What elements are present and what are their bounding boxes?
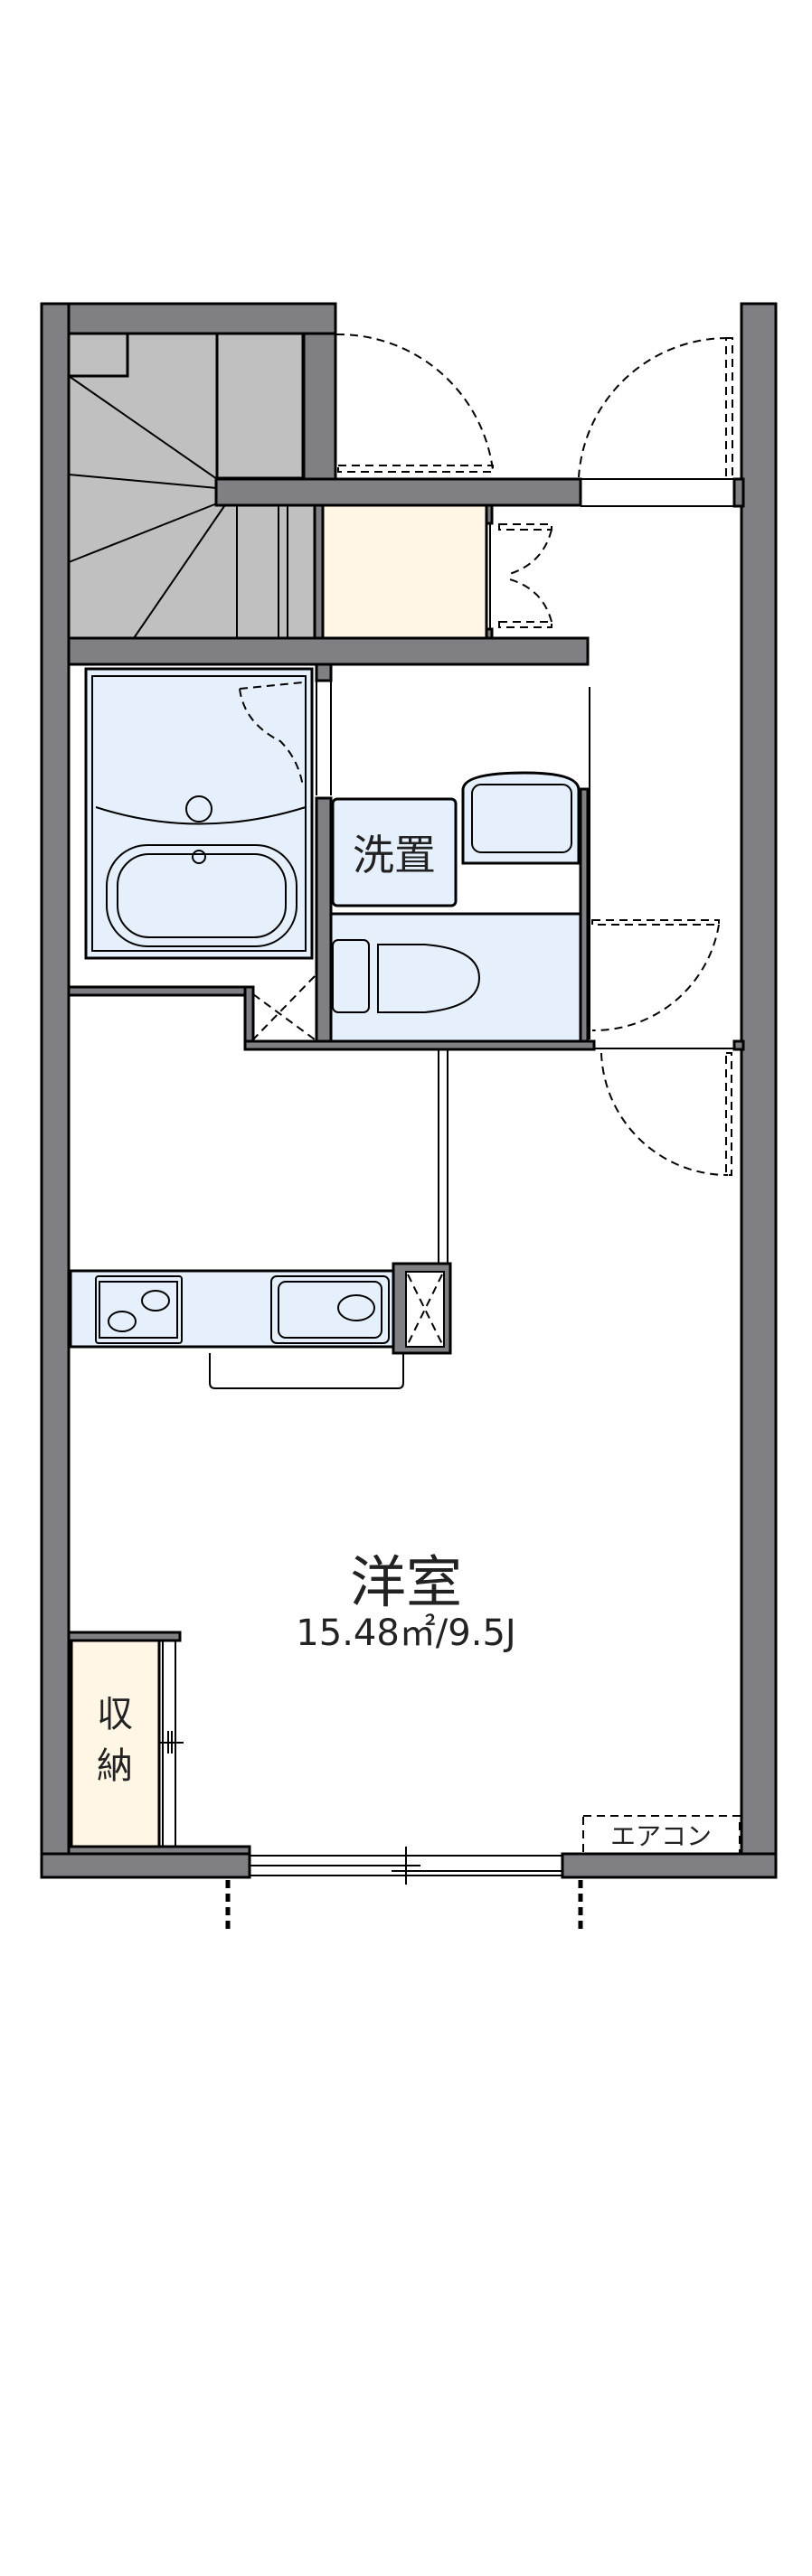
toilet-room: [329, 912, 582, 1043]
bathroom-door[interactable]: [316, 678, 332, 795]
toilet-door[interactable]: [589, 687, 720, 1039]
balcony-window[interactable]: [225, 1847, 583, 1934]
bath-faucet: [185, 795, 212, 823]
kitchen-sink: [270, 1275, 390, 1344]
closet: 収 納: [70, 1639, 184, 1848]
entrance-door[interactable]: [335, 333, 741, 507]
room-area: 15.48㎡/9.5J: [296, 1612, 515, 1654]
entrance-storage: [321, 503, 488, 640]
bathroom: [84, 667, 314, 960]
stove-burner: [141, 1290, 170, 1312]
closet-label: 納: [97, 1745, 133, 1787]
closet-label: 収: [97, 1694, 133, 1735]
room-door[interactable]: [438, 1048, 737, 1264]
kitchen-counter: [69, 1269, 404, 1389]
storage-folding-door[interactable]: [489, 523, 552, 633]
refrigerator-space: [392, 1262, 452, 1355]
washroom-door[interactable]: [252, 975, 316, 1040]
washer-space: 洗置: [331, 797, 458, 907]
washer-space-label: 洗置: [353, 831, 436, 879]
stove-burner: [108, 1311, 137, 1332]
aircon: エアコン: [582, 1815, 741, 1855]
aircon-label: エアコン: [610, 1821, 712, 1851]
walls: [40, 302, 778, 1879]
room-label: 洋室: [350, 1549, 462, 1615]
